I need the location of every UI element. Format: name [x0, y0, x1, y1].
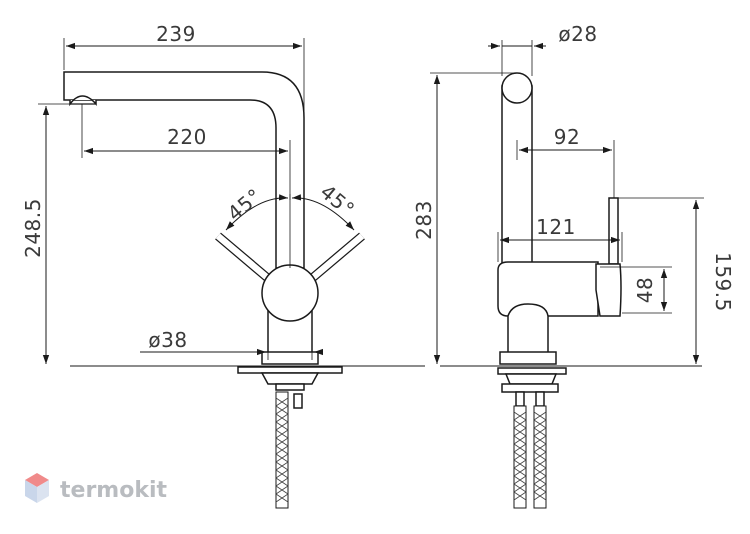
side-main-body: [497, 261, 599, 317]
dim-left-angle: 45°: [223, 184, 267, 226]
dim-base-diameter: ø38: [148, 328, 187, 352]
brand-logo: termokit: [25, 473, 167, 503]
side-hose-left: [513, 405, 527, 509]
dim-handle-offset: 92: [554, 125, 580, 149]
dim-body-height: 48: [633, 277, 657, 303]
front-spout: [63, 71, 305, 269]
dim-body-depth: 121: [536, 215, 576, 239]
dim-total-height: 283: [412, 200, 436, 240]
dim-spout-length: 239: [156, 22, 196, 46]
side-spout-column: [501, 85, 533, 269]
dim-reach: 220: [167, 125, 207, 149]
cube-icon: [25, 473, 49, 503]
dim-right-angle: 45°: [316, 180, 360, 222]
front-view: 239 220 248.5 ø38 45° 45°: [21, 22, 425, 509]
side-hose-right: [533, 405, 547, 509]
dim-handle-height: 159.5: [711, 252, 735, 312]
side-spout-end: [501, 72, 533, 104]
brand-name: termokit: [60, 478, 167, 503]
front-handle-hub: [261, 264, 319, 322]
side-handle-lever: [608, 197, 619, 265]
dim-spout-diameter: ø28: [558, 22, 597, 46]
dim-height: 248.5: [21, 198, 45, 258]
side-view: ø28 283 92 121 48 159.5: [412, 22, 735, 509]
